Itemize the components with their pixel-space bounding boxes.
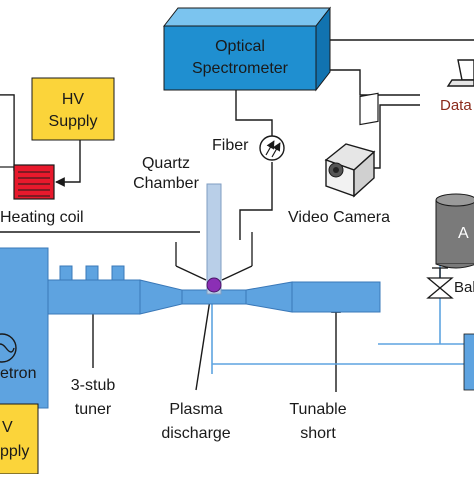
fiber-to-chamber-line: [239, 162, 273, 240]
video-camera-icon: [324, 92, 379, 198]
tunable-label-line2: short: [300, 425, 336, 442]
left-device-box: [0, 94, 15, 168]
right-taper: [245, 281, 293, 313]
tunable-short: [291, 281, 381, 313]
heating-coil-label: Heating coil: [0, 209, 84, 226]
magnetron-label: etron: [0, 365, 36, 382]
gas-tank: A: [435, 193, 474, 269]
left-taper: [139, 279, 183, 315]
laptop-icon: [446, 59, 474, 87]
hv-supply-bottom-line1: V: [2, 419, 13, 436]
stub-tuner-label-line1: 3-stub: [71, 377, 116, 394]
fiber-coupler-icon: [259, 135, 285, 161]
ball-valve-icon: [426, 267, 454, 299]
hv-supply-top-line2: Supply: [49, 113, 98, 130]
tank-label: A: [458, 225, 469, 242]
hv-supply-bottom-line2: pply: [0, 443, 29, 460]
quartz-label-line1: Quartz: [142, 155, 190, 172]
plasma-ball: [206, 277, 222, 293]
plasma-label-line2: discharge: [161, 425, 230, 442]
spectrometer-label-line2: Spectrometer: [192, 60, 289, 77]
waveguide: [0, 247, 381, 409]
right-device-box: [463, 333, 474, 391]
tuner-stub-3: [111, 265, 125, 281]
spectrometer-to-fiber-line: [235, 88, 273, 138]
video-camera-label: Video Camera: [288, 209, 390, 226]
tunable-label-line1: Tunable: [289, 401, 346, 418]
hv-supply-top: HV Supply: [31, 77, 115, 141]
stub-tuner-label-line2: tuner: [75, 401, 112, 418]
optical-spectrometer: Optical Spectrometer: [162, 6, 332, 92]
hv-supply-bottom: V pply: [0, 403, 39, 475]
data-label: Data: [440, 97, 472, 114]
quartz-chamber: [175, 183, 253, 295]
magnetron-icon: [0, 333, 17, 363]
fiber-label: Fiber: [212, 137, 249, 154]
ball-valve-label: Bal: [454, 279, 474, 296]
hv-to-coil-arrow: [55, 140, 81, 187]
tuner-stub-2: [85, 265, 99, 281]
tuner-stub-1: [59, 265, 73, 281]
quartz-label-line2: Chamber: [133, 175, 199, 192]
hv-supply-top-line1: HV: [62, 91, 85, 108]
coolant-line: [211, 256, 474, 374]
plasma-label-line1: Plasma: [169, 401, 222, 418]
waveguide-section: [47, 279, 141, 315]
spectrometer-label-line1: Optical: [215, 38, 265, 55]
heating-coil-icon: [13, 164, 55, 200]
magnetron-block: [0, 247, 49, 409]
